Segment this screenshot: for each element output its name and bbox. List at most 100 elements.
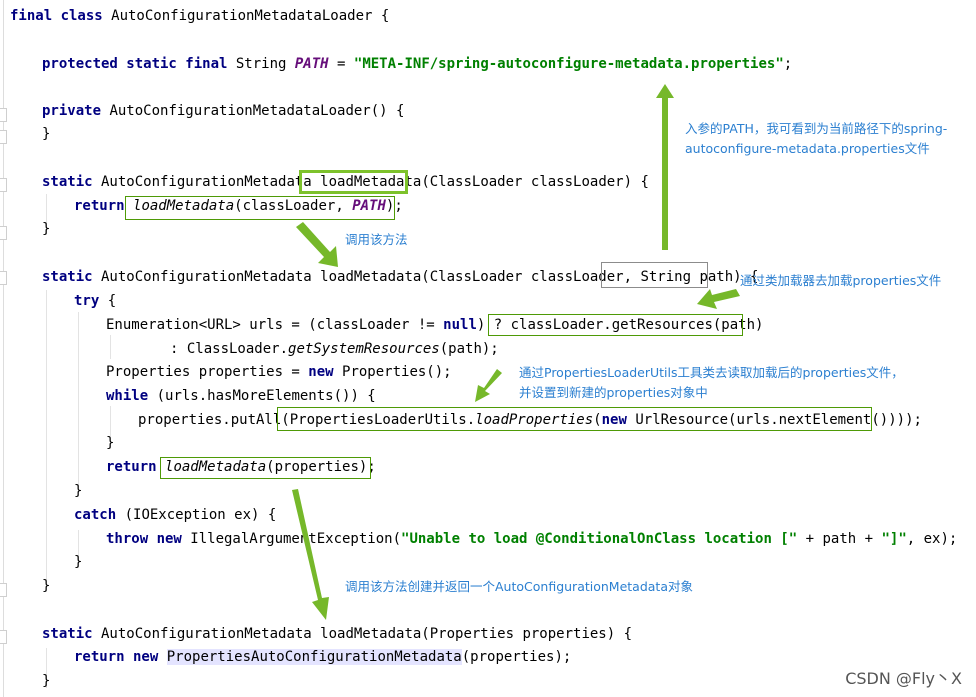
indent-guide [46,290,47,580]
code-line: } [74,480,82,502]
code-token: Properties(); [333,364,452,380]
code-token: : ClassLoader. [170,341,289,357]
highlight-box [160,457,371,479]
code-token: AutoConfigurationMetadataLoader { [102,8,390,24]
code-line: while (urls.hasMoreElements()) { [106,385,376,407]
indent-guide [46,648,47,688]
fold-marker[interactable] [0,271,7,285]
code-token: , ex); [906,531,958,547]
code-line: } [42,670,50,692]
annotation-text: 并设置到新建的properties对象中 [519,385,708,400]
code-token: getSystemResources [288,341,440,357]
code-token: ( [593,412,602,428]
code-token: return [74,198,125,214]
code-line: } [42,218,50,240]
code-token: (IOException ex) { [116,507,277,523]
code-token: = [328,56,354,72]
code-line: return loadMetadata(classLoader, PATH); [74,195,403,217]
code-token: new [601,412,627,428]
annotation-create: 调用该方法创建并返回一个AutoConfigurationMetadata对象 [345,579,693,594]
fold-marker[interactable] [0,630,7,644]
code-line: properties.putAll(PropertiesLoaderUtils.… [138,409,922,431]
code-token: } [74,483,83,499]
code-line: try { [74,290,116,312]
indent-guide [110,406,111,436]
code-token: loadMetadata [165,459,267,475]
code-token: "META-INF/spring-autoconfigure-metadata.… [353,56,784,72]
code-token: (ClassLoader classLoader) { [421,174,649,190]
code-line: catch (IOException ex) { [74,504,276,526]
code-token: new [308,364,334,380]
code-token: } [42,126,51,142]
code-token: PATH [294,56,329,72]
fold-marker[interactable] [0,226,7,240]
highlight-box [601,262,708,288]
code-line: return loadMetadata(properties); [106,456,376,478]
code-token: throw new [106,531,182,547]
code-line: final class AutoConfigurationMetadataLoa… [10,5,389,27]
code-token: PATH [352,198,386,214]
arrow-to-loader [697,289,740,309]
code-line: Properties properties = new Properties()… [106,361,452,383]
watermark: CSDN @Fly丶X [845,669,962,688]
code-line: } [74,551,82,573]
code-token: AutoConfigurationMetadata loadMetadata(C… [92,269,641,285]
code-token: UrlResource(urls.nextElement())) [626,412,906,428]
code-token: IllegalArgumentException( [181,531,402,547]
annotation-utils: 通过PropertiesLoaderUtils工具类去读取加载后的propert… [519,363,904,403]
code-token: static [42,174,93,190]
arrow-to-utils [475,369,502,402]
code-line: static AutoConfigurationMetadata loadMet… [42,266,758,288]
code-token: ; [783,56,793,72]
arrow-to-call [296,222,338,267]
code-line: static AutoConfigurationMetadata loadMet… [42,623,632,645]
code-token: "]" [881,531,907,547]
code-token: (path); [439,341,499,357]
code-token: static [42,269,93,285]
annotation-text: 通过PropertiesLoaderUtils工具类去读取加载后的propert… [519,365,904,380]
code-token: loadMetadata [320,174,422,190]
highlight-box [299,170,408,194]
fold-marker[interactable] [0,583,7,597]
indent-guide [78,312,79,487]
code-line: private AutoConfigurationMetadataLoader(… [42,100,404,122]
code-token: final class [10,8,103,24]
code-token: ) ? [476,317,511,333]
annotation-text: 入参的PATH，我可看到为当前路径下的spring- [685,121,948,136]
code-token: + path + [797,531,882,547]
code-token: (urls.hasMoreElements()) { [148,388,376,404]
code-token: while [106,388,149,404]
indent-guide [78,530,79,560]
code-token: PropertiesLoaderUtils. [289,412,476,428]
code-token: AutoConfigurationMetadata [92,174,321,190]
annotation-loader: 通过类加载器去加载properties文件 [740,273,942,288]
code-line: } [106,432,114,454]
fold-marker[interactable] [0,108,7,122]
code-token: ) { [733,269,759,285]
indent-guide [110,335,111,359]
code-token: String [227,56,295,72]
code-token: catch [74,507,117,523]
code-token: } [42,221,51,237]
code-token: private [42,103,102,119]
code-token: protected static final [42,56,228,72]
fold-marker[interactable] [0,178,7,192]
code-token: } [106,435,115,451]
annotation-path: 入参的PATH，我可看到为当前路径下的spring-autoconfigure-… [685,119,947,159]
code-token: properties.putAll( [138,412,290,428]
indent-guide [46,194,47,234]
code-token: try [74,293,100,309]
code-line: static AutoConfigurationMetadata loadMet… [42,171,649,193]
code-token: loadProperties [475,412,594,428]
code-token: } [74,554,83,570]
code-line: return new PropertiesAutoConfigurationMe… [74,646,571,668]
code-token: "Unable to load @ConditionalOnClass loca… [401,531,798,547]
code-token: loadMetadata [133,198,235,214]
code-token: Properties properties = [106,364,309,380]
code-token: classLoader.getResources(path) [510,317,764,333]
code-token: Enumeration<URL> urls = (classLoader != [106,317,444,333]
arrow-up-to-path [656,84,674,250]
code-line: protected static final String PATH = "ME… [42,53,792,75]
code-token: { [99,293,117,309]
fold-marker[interactable] [0,130,7,144]
